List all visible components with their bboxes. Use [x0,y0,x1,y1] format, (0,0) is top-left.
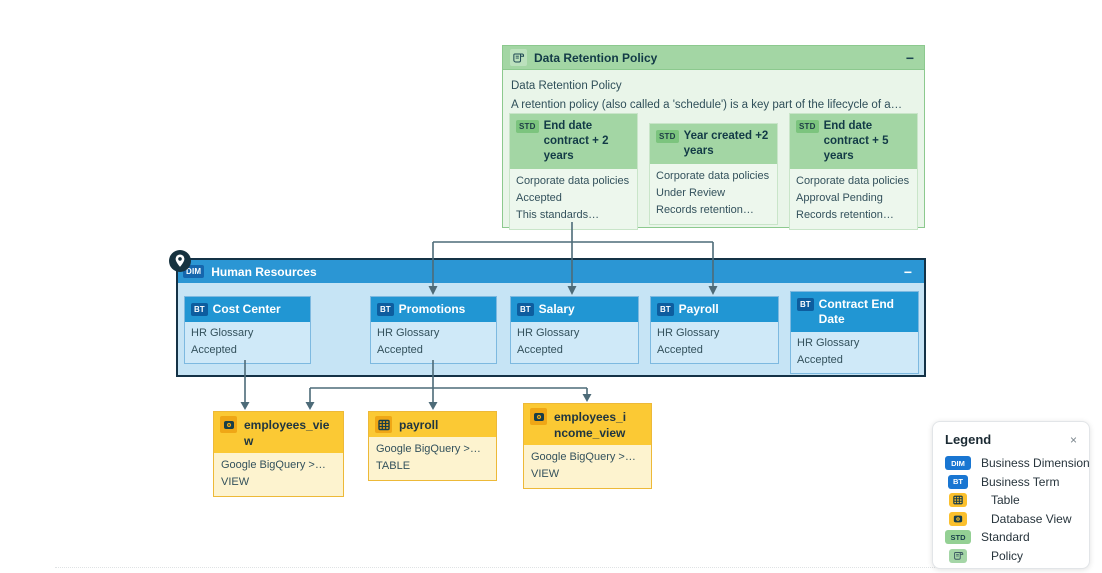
term-card-contract-end-date[interactable]: BT Contract End Date HR Glossary Accepte… [790,291,919,374]
database-view-icon [530,408,547,425]
asset-card-payroll-table[interactable]: payroll Google BigQuery >… TABLE [368,411,497,481]
dimension-group-title: Human Resources [211,264,317,279]
policy-group-header: Data Retention Policy − [503,46,924,70]
standard-card-header: STD End date contract + 2 years [510,114,637,169]
dimension-group-header: DIM Human Resources − [178,260,924,283]
bt-badge: BT [517,303,534,316]
policy-icon [949,548,967,563]
policy-description-line2: A retention policy (also called a 'sched… [511,99,903,111]
std-badge: STD [945,530,971,545]
bt-badge: BT [377,303,394,316]
legend-item-business-term: BT Business Term [945,473,1077,492]
legend-item-standard: STD Standard [945,528,1077,547]
term-card-cost-center[interactable]: BT Cost Center HR Glossary Accepted [184,296,311,364]
asset-card-employees-view[interactable]: employees_view Google BigQuery >… VIEW [213,411,344,497]
bt-badge: BT [797,298,814,311]
database-view-icon [220,416,237,433]
table-icon [375,416,392,433]
policy-group-title: Data Retention Policy [534,50,658,65]
canvas-page-boundary [55,567,935,568]
policy-group-data-retention[interactable]: Data Retention Policy − Data Retention P… [502,45,925,230]
bt-badge: BT [191,303,208,316]
database-view-icon [949,511,967,526]
legend-item-database-view: Database View [945,510,1077,529]
legend-panel: Legend × DIM Business Dimension BT Busin… [932,421,1090,569]
asset-card-employees-income-view[interactable]: employees_income_view Google BigQuery >…… [523,403,652,489]
standard-card-year-created-2[interactable]: STD Year created +2 years Corporate data… [649,123,778,225]
policy-description: Data Retention Policy A retention policy… [503,70,924,115]
policy-description-line1: Data Retention Policy [511,80,622,92]
policy-collapse-button[interactable]: − [905,49,914,66]
location-pin-icon [168,249,192,278]
legend-item-business-dimension: DIM Business Dimension [945,454,1090,473]
term-card-promotions[interactable]: BT Promotions HR Glossary Accepted [370,296,497,364]
dimension-group-human-resources[interactable]: DIM Human Resources − BT Cost Center HR … [169,250,926,377]
std-badge: STD [516,120,539,133]
standard-card-header: STD Year created +2 years [650,124,777,164]
bt-badge: BT [948,474,968,489]
term-card-payroll[interactable]: BT Payroll HR Glossary Accepted [650,296,779,364]
legend-item-policy: Policy [945,547,1077,566]
bt-badge: BT [657,303,674,316]
dim-badge: DIM [183,265,205,278]
legend-title: Legend [945,432,992,447]
legend-close-icon[interactable]: × [1069,432,1077,447]
standard-card-end-date-contract-2[interactable]: STD End date contract + 2 years Corporat… [509,113,638,230]
std-badge: STD [796,120,819,133]
table-icon [949,493,967,508]
term-card-salary[interactable]: BT Salary HR Glossary Accepted [510,296,639,364]
policy-icon [510,49,527,66]
standard-card-end-date-contract-5[interactable]: STD End date contract + 5 years Corporat… [789,113,918,230]
std-badge: STD [656,130,679,143]
dim-badge: DIM [945,456,971,471]
dimension-collapse-button[interactable]: − [903,263,912,280]
standard-card-header: STD End date contract + 5 years [790,114,917,169]
legend-item-table: Table [945,491,1077,510]
